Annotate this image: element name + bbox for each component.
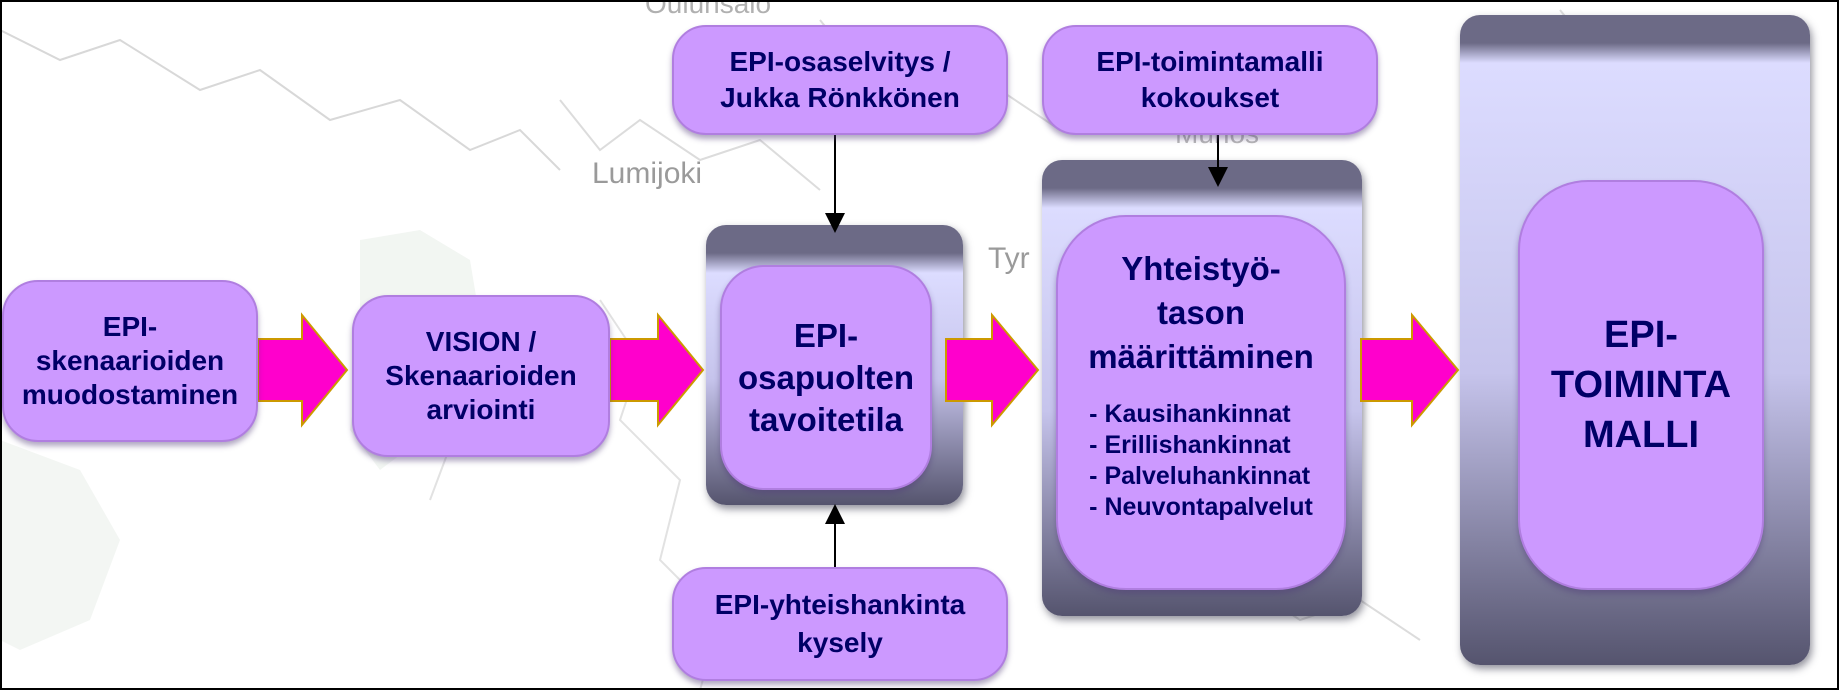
box-line: kokoukset bbox=[1140, 82, 1280, 113]
box-title-line: Yhteistyö- bbox=[1121, 250, 1281, 287]
list-item: - Erillishankinnat bbox=[1089, 431, 1291, 459]
vision-arviointi-box: VISION / Skenaarioiden arviointi bbox=[352, 295, 610, 457]
box-line: EPI-toimintamalli bbox=[1096, 46, 1324, 77]
box-line: TOIMINTA bbox=[1550, 364, 1732, 406]
box-line: muodostaminen bbox=[21, 379, 239, 410]
yhteistyotaso-box: Yhteistyö- tason määrittäminen - Kausiha… bbox=[1056, 215, 1346, 590]
box-line: MALLI bbox=[1582, 414, 1700, 456]
flow-arrow-4 bbox=[1360, 312, 1460, 428]
box-line: EPI- bbox=[793, 316, 859, 354]
box-line: EPI- bbox=[102, 311, 158, 342]
yhteishankinta-kysely-box: EPI-yhteishankinta kysely bbox=[672, 567, 1008, 681]
box-line: arviointi bbox=[426, 394, 536, 425]
box-line: Skenaarioiden bbox=[385, 360, 577, 391]
flow-arrow-2 bbox=[609, 312, 705, 428]
box-line: skenaarioiden bbox=[35, 345, 225, 376]
list-item: - Kausihankinnat bbox=[1089, 400, 1291, 428]
map-label-oulunsalo: Oulunsalo bbox=[645, 0, 772, 19]
flow-arrow-1 bbox=[257, 312, 349, 428]
box-line: VISION / bbox=[425, 326, 537, 357]
toimintamalli-kokoukset-box: EPI-toimintamalli kokoukset bbox=[1042, 25, 1378, 135]
box-line: EPI-yhteishankinta bbox=[714, 589, 966, 620]
box-line: osapuolten bbox=[737, 358, 914, 396]
box-title-line: määrittäminen bbox=[1088, 338, 1314, 375]
flow-arrow-3 bbox=[945, 312, 1040, 428]
epi-toimintamalli-box: EPI- TOIMINTA MALLI bbox=[1518, 180, 1764, 590]
box-line: EPI- bbox=[1604, 314, 1678, 356]
list-item: - Palveluhankinnat bbox=[1089, 462, 1311, 490]
map-label-lumijoki: Lumijoki bbox=[592, 157, 703, 190]
box-title-line: tason bbox=[1156, 294, 1245, 331]
box-line: Jukka Rönkkönen bbox=[720, 82, 960, 113]
map-label-tyrnava: Tyr bbox=[988, 242, 1030, 275]
skenaarioiden-muodostaminen-box: EPI- skenaarioiden muodostaminen bbox=[2, 280, 258, 442]
list-item: - Neuvontapalvelut bbox=[1089, 493, 1313, 521]
box-line: EPI-osaselvitys / bbox=[729, 46, 951, 77]
hankinta-type-list: - Kausihankinnat - Erillishankinnat - Pa… bbox=[1089, 399, 1313, 523]
osapuolten-tavoitetila-box: EPI- osapuolten tavoitetila bbox=[720, 265, 932, 490]
box-line: tavoitetila bbox=[748, 400, 904, 438]
osaselvitys-box: EPI-osaselvitys / Jukka Rönkkönen bbox=[672, 25, 1008, 135]
box-line: kysely bbox=[797, 627, 883, 658]
